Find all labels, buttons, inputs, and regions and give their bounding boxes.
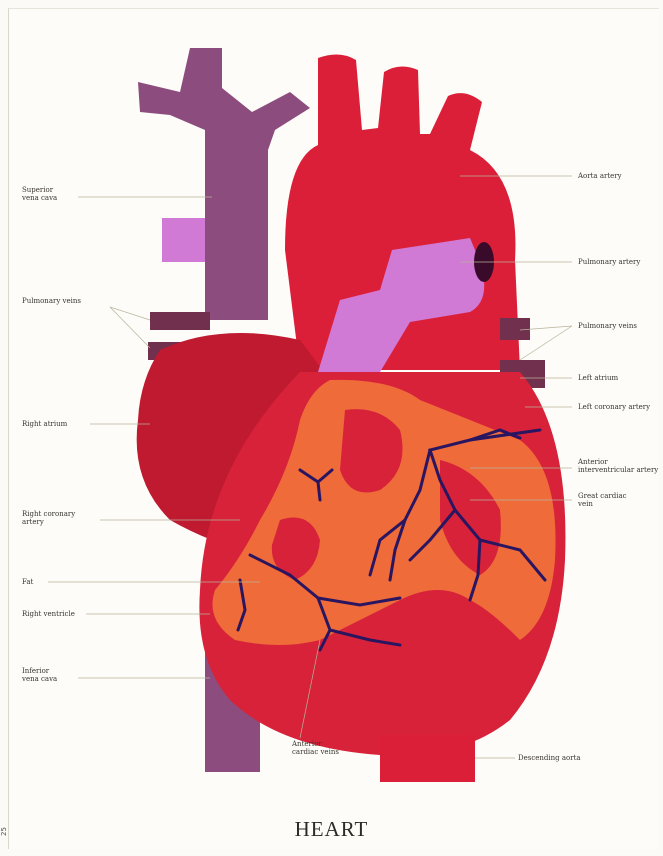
page-code: 25 (0, 827, 8, 836)
label-pulmonary-veins-right: Pulmonary veins (578, 322, 637, 330)
label-superior-vena-cava: Superior vena cava (22, 186, 57, 202)
label-right-coronary-artery: Right coronary artery (22, 510, 75, 526)
label-pulmonary-artery: Pulmonary artery (578, 258, 640, 266)
label-right-atrium: Right atrium (22, 420, 67, 428)
label-pulmonary-veins-left: Pulmonary veins (22, 297, 81, 305)
label-left-atrium: Left atrium (578, 374, 618, 382)
label-fat: Fat (22, 578, 33, 586)
superior-vena-cava (138, 48, 310, 320)
label-right-ventricle: Right ventricle (22, 610, 75, 618)
pulmonary-artery-left-branch (162, 218, 205, 262)
label-descending-aorta: Descending aorta (518, 754, 581, 762)
label-great-cardiac-vein: Great cardiac vein (578, 492, 627, 508)
label-inferior-vena-cava: Inferior vena cava (22, 667, 57, 683)
diagram-title: HEART (0, 817, 663, 842)
label-left-coronary-artery: Left coronary artery (578, 403, 650, 411)
label-anterior-interventricular-artery: Anterior interventricular artery (578, 458, 658, 474)
descending-aorta (380, 735, 475, 782)
label-anterior-cardiac-veins: Anterior cardiac veins (292, 740, 339, 756)
label-aorta-artery: Aorta artery (578, 172, 622, 180)
